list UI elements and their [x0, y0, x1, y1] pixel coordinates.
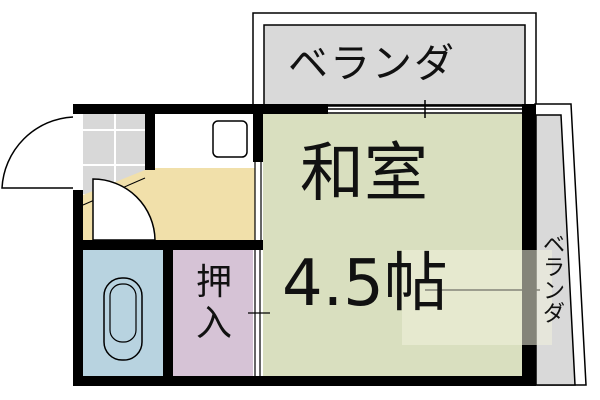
bathtub-icon: [103, 277, 143, 361]
tile-grid: [83, 114, 145, 190]
main-room-type-label: 和室: [300, 137, 428, 211]
veranda-top-label: ベランダ: [288, 41, 456, 87]
main-room-size-label: 4.5帖: [282, 247, 448, 321]
entrance-door-icon: [1, 116, 74, 189]
veranda-top-floor: [263, 24, 526, 106]
window-top: [328, 100, 522, 118]
veranda-side-label: ベランダ: [542, 233, 565, 328]
walls: [73, 104, 536, 386]
closet-floor: [173, 250, 253, 376]
sliding-doors: [248, 162, 270, 376]
inner-door-icon: [92, 178, 156, 241]
bath-floor: [83, 250, 163, 376]
watermark-logo: [402, 250, 552, 345]
closet-label: 押入: [195, 262, 232, 345]
sink-icon: [212, 120, 248, 158]
